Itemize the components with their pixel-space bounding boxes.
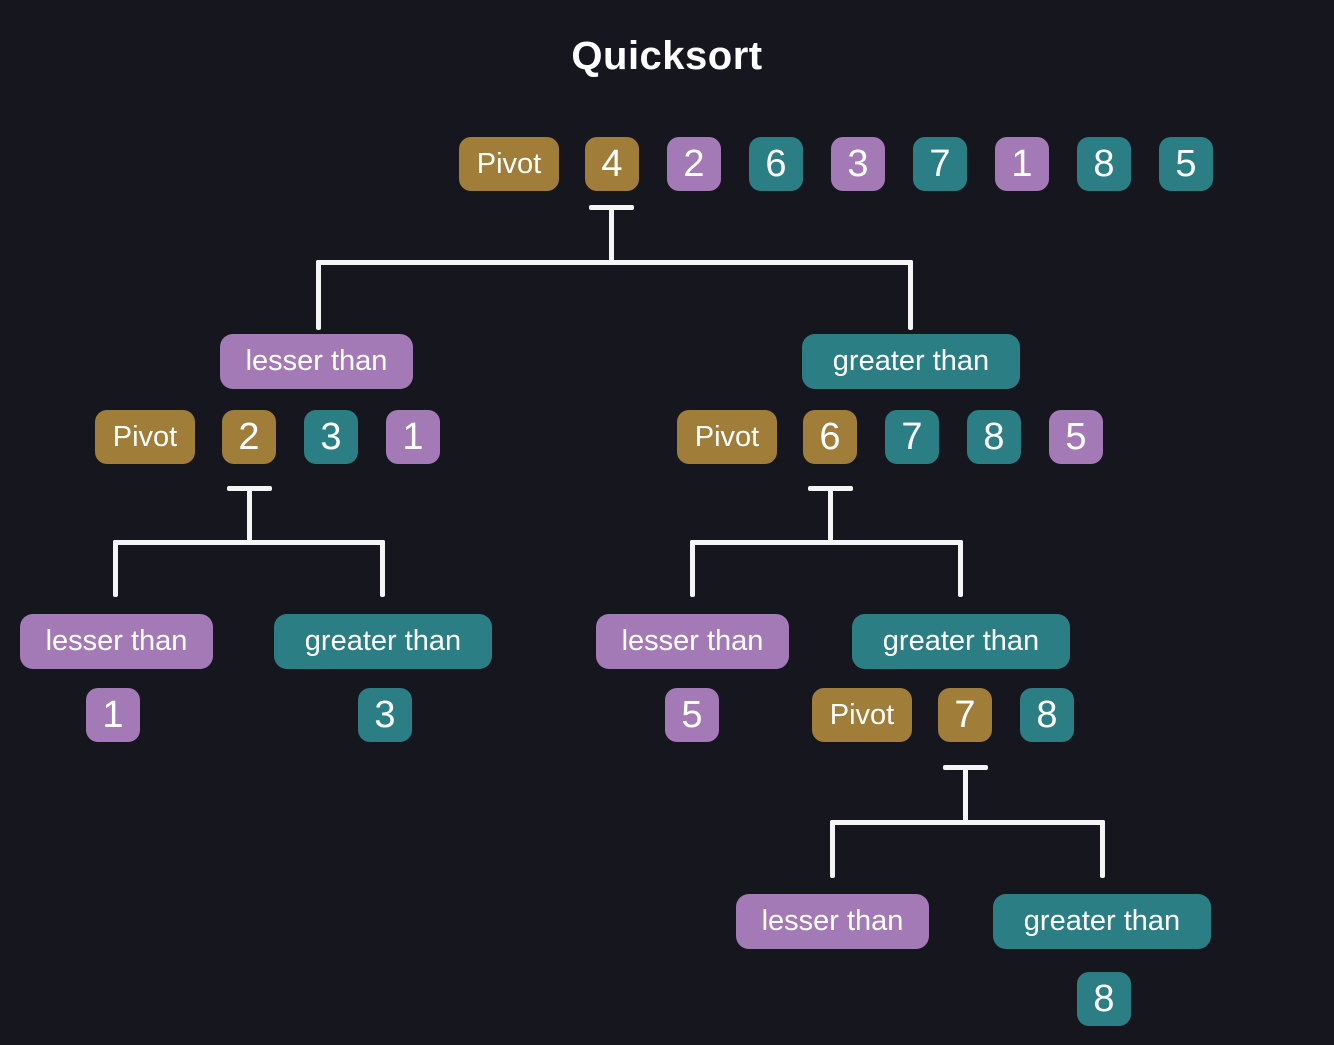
branch-label-lesser: lesser than [20,614,213,669]
value-box: 3 [831,137,885,191]
connector-drop [316,260,321,330]
branch-label-greater: greater than [274,614,492,669]
value-box: 1 [995,137,1049,191]
connector-drop [113,540,118,597]
branch-label-greater: greater than [993,894,1211,949]
connector-drop [1100,820,1105,878]
connector-drop [830,820,835,878]
value-box: 1 [386,410,440,464]
connector-bar [113,540,385,545]
value-box: 8 [1077,137,1131,191]
value-box: 5 [665,688,719,742]
pivot-tag: Pivot [95,410,195,464]
value-box: 4 [585,137,639,191]
branch-label-lesser: lesser than [736,894,929,949]
pivot-tag: Pivot [459,137,559,191]
connector-stem [247,486,252,542]
value-box: 5 [1049,410,1103,464]
value-box: 6 [749,137,803,191]
value-box: 7 [938,688,992,742]
connector-bar [830,820,1105,825]
connector-stem [963,765,968,822]
diagram-title: Quicksort [571,34,763,78]
value-box: 8 [1020,688,1074,742]
branch-label-greater: greater than [802,334,1020,389]
connector-drop [690,540,695,597]
value-box: 7 [913,137,967,191]
branch-label-greater: greater than [852,614,1070,669]
connector-stem [828,486,833,542]
value-box: 1 [86,688,140,742]
connector-drop [958,540,963,597]
connector-drop [908,260,913,330]
connector-bar [316,260,913,265]
value-box: 2 [222,410,276,464]
pivot-tag: Pivot [812,688,912,742]
value-box: 5 [1159,137,1213,191]
connector-bar [690,540,963,545]
connector-drop [380,540,385,597]
value-box: 8 [967,410,1021,464]
value-box: 2 [667,137,721,191]
branch-label-lesser: lesser than [596,614,789,669]
pivot-tag: Pivot [677,410,777,464]
branch-label-lesser: lesser than [220,334,413,389]
value-box: 8 [1077,972,1131,1026]
value-box: 6 [803,410,857,464]
value-box: 3 [358,688,412,742]
value-box: 7 [885,410,939,464]
connector-stem [609,205,614,262]
value-box: 3 [304,410,358,464]
